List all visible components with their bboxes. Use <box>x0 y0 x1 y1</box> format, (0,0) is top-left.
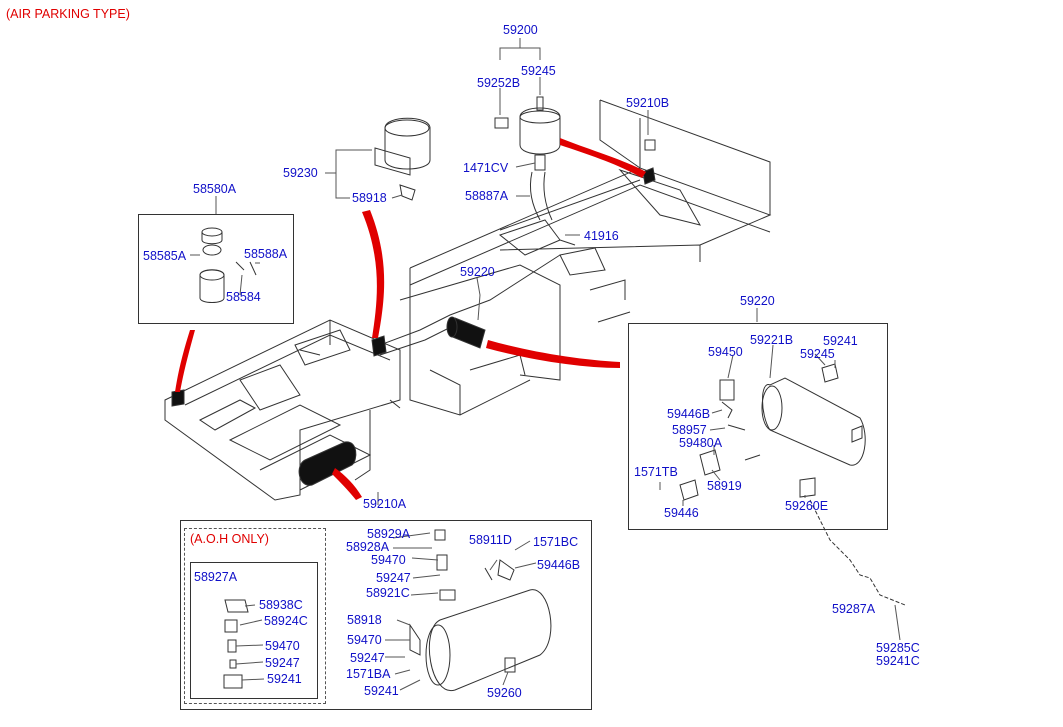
part-label[interactable]: 58580A <box>193 182 237 196</box>
part-label[interactable]: 59252B <box>477 76 521 90</box>
aoh-only-label: (A.O.H ONLY) <box>190 532 269 546</box>
part-label[interactable]: 58918 <box>347 613 382 627</box>
valve-on-frame <box>371 335 387 357</box>
callout-arrows <box>175 138 646 500</box>
chassis-frame <box>164 99 772 501</box>
part-label[interactable]: 41916 <box>584 229 619 243</box>
part-label[interactable]: 59260E <box>785 499 829 513</box>
tank-detail-box <box>628 323 888 530</box>
part-label[interactable]: 58938C <box>259 598 303 612</box>
part-label[interactable]: 59220 <box>740 294 775 308</box>
part-label[interactable]: 59230 <box>283 166 318 180</box>
part-label[interactable]: 59446B <box>667 407 711 421</box>
part-label[interactable]: 59470 <box>265 639 300 653</box>
part-label[interactable]: 58927A <box>194 570 238 584</box>
cap-assembly <box>199 227 257 303</box>
part-label[interactable]: 59247 <box>265 656 300 670</box>
cap-assembly-box <box>138 214 294 324</box>
part-label[interactable]: 58957 <box>672 423 707 437</box>
part-label[interactable]: 59247 <box>350 651 385 665</box>
front-tank-59210A <box>298 441 357 486</box>
aoh-only-box <box>184 528 326 704</box>
part-label[interactable]: 59220 <box>460 265 495 279</box>
part-label[interactable]: 59446 <box>664 506 699 520</box>
part-label[interactable]: 59285C <box>876 641 920 655</box>
part-label[interactable]: 59221B <box>750 333 794 347</box>
part-label[interactable]: 58887A <box>465 189 509 203</box>
part-label[interactable]: 59470 <box>371 553 406 567</box>
part-label[interactable]: 58918 <box>352 191 387 205</box>
reservoir-59230 <box>374 117 431 201</box>
part-label[interactable]: 59241 <box>364 684 399 698</box>
part-label[interactable]: 59210B <box>626 96 670 110</box>
part-label[interactable]: 59245 <box>800 347 835 361</box>
leader-lines <box>190 38 901 691</box>
part-label[interactable]: 59241C <box>876 654 920 668</box>
part-label[interactable]: 59247 <box>376 571 411 585</box>
part-label[interactable]: 59200 <box>503 23 538 37</box>
part-label[interactable]: 58584 <box>226 290 261 304</box>
part-label[interactable]: 58921C <box>366 586 410 600</box>
part-label[interactable]: 59480A <box>679 436 723 450</box>
part-label[interactable]: 58929A <box>367 527 411 541</box>
part-label[interactable]: 59245 <box>521 64 556 78</box>
part-label[interactable]: 59210A <box>363 497 407 511</box>
part-label[interactable]: 58928A <box>346 540 390 554</box>
mid-tank-59220 <box>446 316 486 349</box>
part-label[interactable]: 59260 <box>487 686 522 700</box>
part-label[interactable]: 59241 <box>267 672 302 686</box>
part-label[interactable]: 59241 <box>823 334 858 348</box>
part-label[interactable]: 58911D <box>469 533 512 547</box>
tank-detail-bottom <box>223 529 552 691</box>
part-label[interactable]: 59470 <box>347 633 382 647</box>
tank-detail-59220 <box>679 363 866 501</box>
part-label[interactable]: 1571BC <box>533 535 579 549</box>
part-label[interactable]: 58585A <box>143 249 187 263</box>
part-label[interactable]: 59446B <box>537 558 581 572</box>
part-label[interactable]: 1571BA <box>346 667 391 681</box>
cap-on-frame <box>171 389 185 407</box>
part-label[interactable]: 59287A <box>832 602 876 616</box>
bottom-detail-box <box>180 520 592 710</box>
part-label[interactable]: 59450 <box>708 345 743 359</box>
page-title: (AIR PARKING TYPE) <box>6 7 130 21</box>
aoh-inner-box <box>190 562 318 699</box>
brake-pipe <box>809 499 906 606</box>
fitting-59210B <box>642 139 656 185</box>
part-label[interactable]: 58924C <box>264 614 308 628</box>
part-label[interactable]: 1571TB <box>634 465 678 479</box>
part-label[interactable]: 58588A <box>244 247 288 261</box>
part-label[interactable]: 58919 <box>707 479 742 493</box>
part-label[interactable]: 1471CV <box>463 161 509 175</box>
